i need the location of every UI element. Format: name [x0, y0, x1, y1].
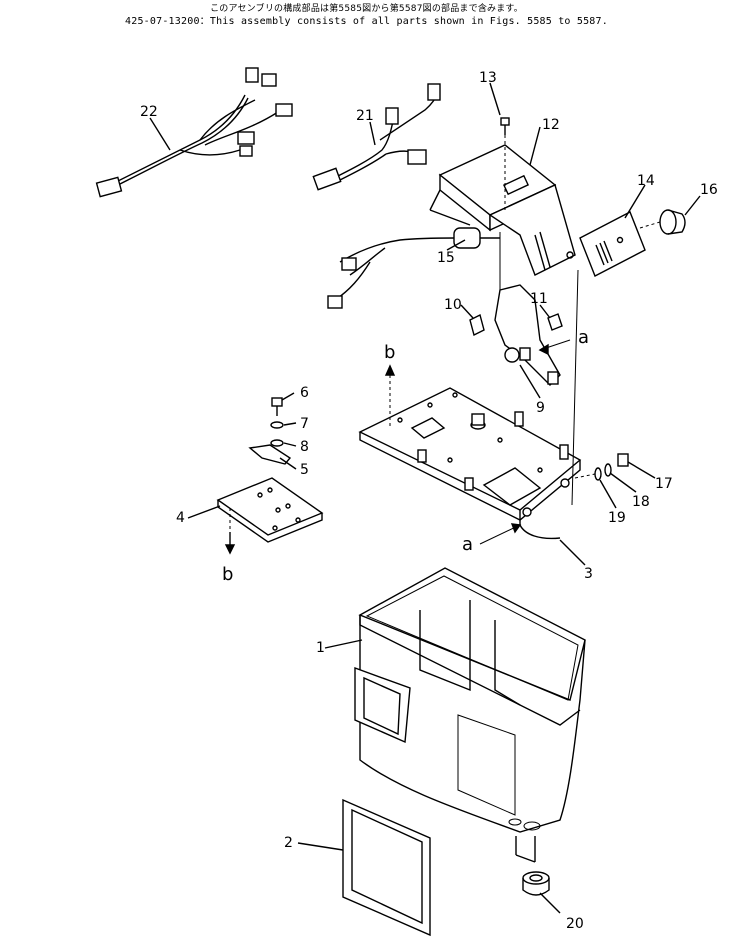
header-assembly-note: 425-07-13200：This assembly consists of a…: [125, 16, 608, 27]
callout-15: 15: [437, 250, 455, 266]
fastener-set-17-19: [574, 453, 629, 481]
callout-8: 8: [300, 439, 309, 455]
callout-19: 19: [608, 510, 626, 526]
ref-b-upper: b: [384, 342, 395, 363]
callout-18: 18: [632, 494, 650, 510]
lever-bracket-9: [494, 232, 561, 386]
callout-4: 4: [176, 510, 185, 526]
top-bracket-12: [429, 144, 576, 276]
callout-3: 3: [584, 566, 593, 582]
fastener-set-5-8: [248, 397, 292, 465]
callout-6: 6: [300, 385, 309, 401]
wire-harness-21: [312, 83, 441, 191]
callout-17: 17: [655, 476, 673, 492]
callout-16: 16: [700, 182, 718, 198]
gasket-frame-2: [342, 798, 431, 937]
leader-lines: [149, 82, 701, 914]
bolt-13: [500, 117, 510, 210]
callout-14: 14: [637, 173, 655, 189]
callout-9: 9: [536, 400, 545, 416]
callout-12: 12: [542, 117, 560, 133]
bracket-4: [216, 477, 324, 555]
cabinet-1: [354, 567, 586, 863]
callout-2: 2: [284, 835, 293, 851]
ref-b-lower: b: [222, 564, 233, 585]
plate-14: [579, 211, 646, 277]
base-plate-3: [358, 387, 582, 540]
knob-16: [639, 209, 686, 235]
callout-5: 5: [300, 462, 309, 478]
reference-lines: [384, 269, 579, 545]
wire-harness-22: [95, 67, 293, 198]
callout-10: 10: [444, 297, 462, 313]
callout-1: 1: [316, 640, 325, 656]
ref-a-upper: a: [578, 327, 589, 348]
clip-10: [469, 313, 485, 337]
callout-21: 21: [356, 108, 374, 124]
clip-11: [547, 313, 563, 331]
callout-22: 22: [140, 104, 158, 120]
callout-11: 11: [530, 291, 548, 307]
callout-7: 7: [300, 416, 309, 432]
ref-a-lower: a: [462, 534, 473, 555]
sensor-15: [327, 227, 500, 309]
callout-13: 13: [479, 70, 497, 86]
grommet-20: [522, 871, 550, 896]
header-japanese: このアセンブリの構成部品は第5585図から第5587図の部品まで含みます。: [210, 4, 523, 14]
callout-20: 20: [566, 916, 584, 932]
